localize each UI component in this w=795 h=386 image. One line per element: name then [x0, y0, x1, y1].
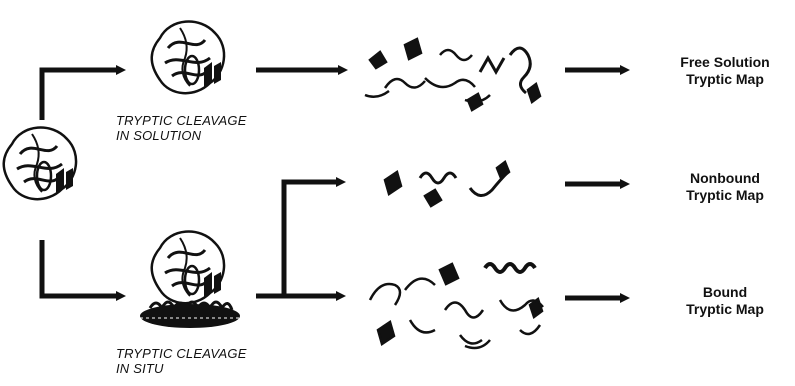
step-label-in-situ-line1: TRYPTIC CLEAVAGE — [116, 346, 247, 361]
arrow-up-branch — [42, 70, 118, 120]
arrow-down-branch — [42, 240, 118, 296]
output-nonbound: Nonbound Tryptic Map — [660, 170, 790, 204]
output-free-solution-line2: Tryptic Map — [660, 71, 790, 88]
step-label-solution-line1: TRYPTIC CLEAVAGE — [116, 113, 247, 128]
free-solution-fragments-icon — [365, 39, 540, 110]
support-matrix-icon — [140, 302, 240, 328]
bound-fragments-icon — [370, 264, 543, 348]
step-label-in-situ: TRYPTIC CLEAVAGE IN SITU — [116, 346, 247, 376]
flow-arrows — [42, 70, 622, 298]
output-bound-line2: Tryptic Map — [660, 301, 790, 318]
protein-on-support-icon — [152, 232, 224, 304]
protein-in-solution-icon — [152, 22, 224, 94]
step-label-solution: TRYPTIC CLEAVAGE IN SOLUTION — [116, 113, 247, 143]
output-nonbound-line2: Tryptic Map — [660, 187, 790, 204]
output-bound: Bound Tryptic Map — [660, 284, 790, 318]
step-label-in-situ-line2: IN SITU — [116, 361, 247, 376]
output-bound-line1: Bound — [660, 284, 790, 301]
native-protein-icon — [4, 128, 76, 200]
output-free-solution: Free Solution Tryptic Map — [660, 54, 790, 88]
nonbound-fragments-icon — [385, 162, 509, 206]
output-nonbound-line1: Nonbound — [660, 170, 790, 187]
step-label-solution-line2: IN SOLUTION — [116, 128, 247, 143]
output-free-solution-line1: Free Solution — [660, 54, 790, 71]
arrow-insitu-to-nonbound — [284, 182, 338, 296]
